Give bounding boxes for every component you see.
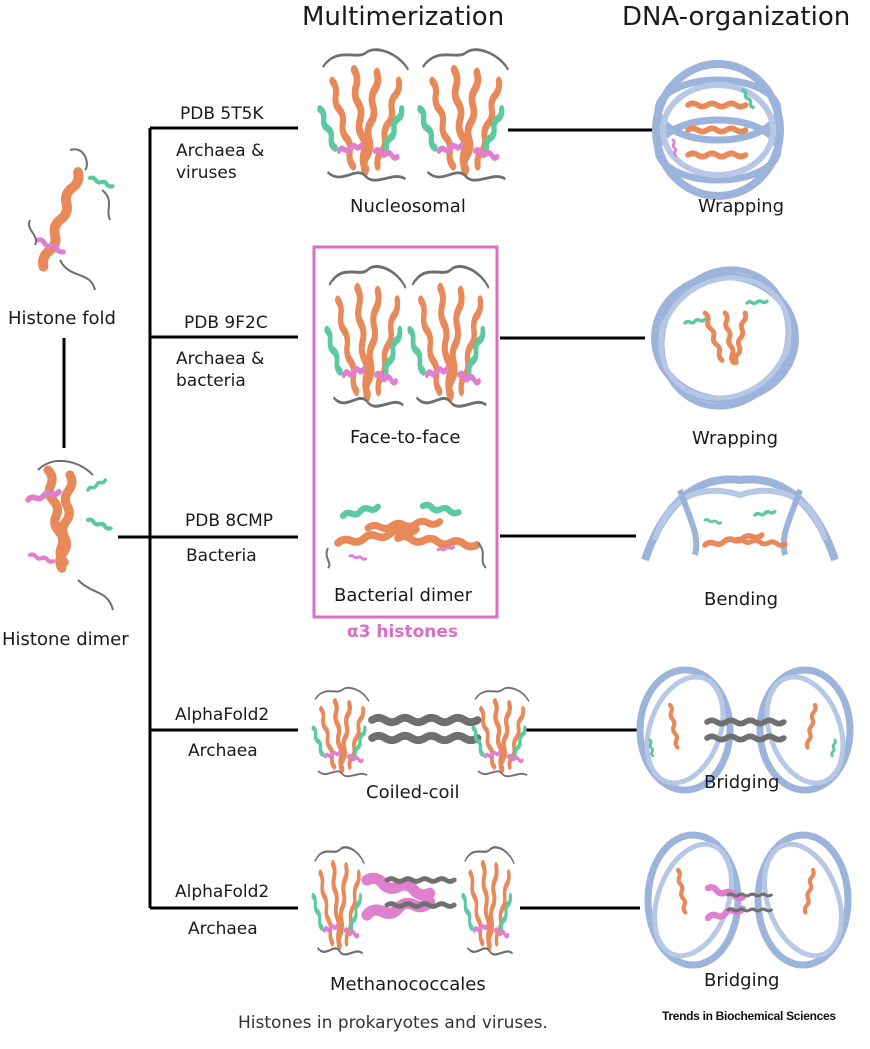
row2-organism-line2: bacteria bbox=[176, 371, 246, 391]
row3-organism-line1: Bacteria bbox=[186, 546, 257, 566]
row1-multimer-label: Nucleosomal bbox=[350, 196, 466, 217]
row1-organism-line1: Archaea & bbox=[176, 141, 265, 161]
multimerization-header: Multimerization bbox=[302, 2, 505, 32]
alpha3-highlight-box bbox=[312, 245, 499, 619]
journal-brand: Trends in Biochemical Sciences bbox=[662, 1009, 836, 1023]
bacterial-dimer-structure bbox=[325, 504, 487, 569]
figure-caption: Histones in prokaryotes and viruses. bbox=[238, 1013, 548, 1033]
row5-source-label: AlphaFold2 bbox=[175, 882, 270, 902]
row2-dna-label: Wrapping bbox=[692, 428, 779, 449]
row2-source-label: PDB 9F2C bbox=[184, 313, 268, 333]
row2-multimer-label: Face-to-face bbox=[350, 427, 461, 448]
row5-dna-label: Bridging bbox=[704, 970, 780, 991]
wrapping-dna-structure-1 bbox=[652, 60, 784, 200]
histone-dimer-structure bbox=[28, 459, 114, 611]
histone-dimer-label: Histone dimer bbox=[2, 629, 129, 650]
row2-organisms: Archaea & bacteria bbox=[176, 348, 264, 392]
bridging-dna-structure-2 bbox=[644, 831, 852, 969]
connector-lines bbox=[62, 126, 652, 910]
row3-multimer-label: Bacterial dimer bbox=[334, 585, 472, 606]
row1-source-label: PDB 5T5K bbox=[180, 104, 264, 124]
row1-dna-label: Wrapping bbox=[698, 196, 785, 217]
row5-organisms: Archaea bbox=[188, 918, 258, 940]
histone-fold-label: Histone fold bbox=[8, 308, 116, 329]
row4-multimer-label: Coiled-coil bbox=[366, 782, 460, 803]
wrapping-dna-structure-2 bbox=[639, 248, 811, 427]
coiled-coil-structure bbox=[312, 688, 529, 777]
bending-dna-structure bbox=[641, 475, 839, 562]
face-to-face-structure bbox=[326, 266, 489, 406]
row5-organism-line1: Archaea bbox=[188, 919, 258, 939]
row4-organism-line1: Archaea bbox=[188, 741, 258, 761]
row2-organism-line1: Archaea & bbox=[176, 349, 265, 369]
row3-dna-label: Bending bbox=[704, 589, 779, 610]
row3-source-label: PDB 8CMP bbox=[185, 511, 274, 531]
row5-multimer-label: Methanococcales bbox=[330, 974, 486, 995]
nucleosomal-structure bbox=[319, 50, 509, 180]
alpha3-histones-label: α3 histones bbox=[347, 622, 459, 642]
row4-source-label: AlphaFold2 bbox=[175, 705, 270, 725]
row4-dna-label: Bridging bbox=[704, 772, 780, 793]
row1-organisms: Archaea & viruses bbox=[176, 140, 264, 184]
row4-organisms: Archaea bbox=[188, 740, 258, 762]
row3-organisms: Bacteria bbox=[186, 545, 257, 567]
row1-organism-line2: viruses bbox=[176, 163, 237, 183]
histone-fold-structure bbox=[27, 148, 113, 291]
bridging-dna-structure-1 bbox=[636, 666, 854, 794]
methanococcales-structure bbox=[312, 847, 514, 954]
dna-organization-header: DNA-organization bbox=[622, 2, 851, 32]
